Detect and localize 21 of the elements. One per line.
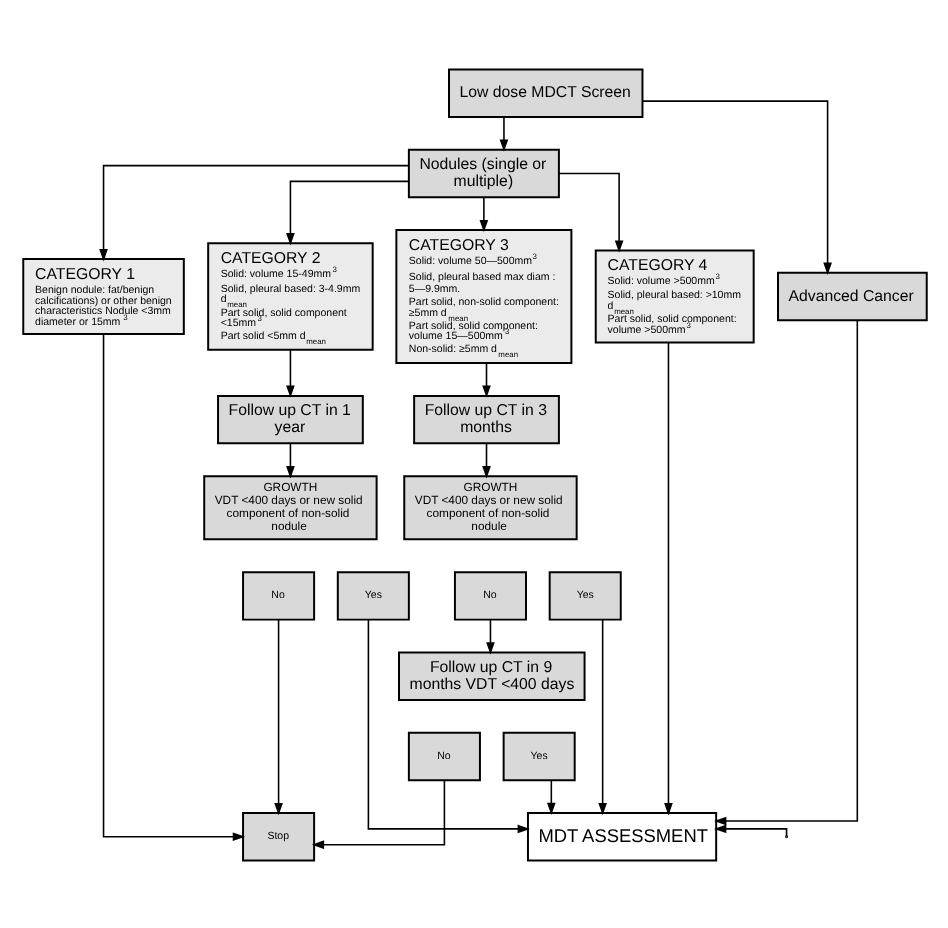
arrow (546, 778, 555, 815)
arrow (478, 195, 488, 232)
node-box: MDT ASSESSMENT (526, 811, 717, 861)
arrow (98, 163, 409, 261)
arrow (285, 441, 294, 478)
arrow (366, 618, 529, 833)
arrow (663, 341, 672, 815)
arrow (101, 332, 245, 841)
arrow (285, 348, 294, 397)
arrow (485, 618, 494, 654)
arrow (597, 618, 606, 815)
arrow (481, 361, 490, 397)
arrow (557, 171, 623, 252)
arrow (273, 618, 282, 815)
arrow (285, 179, 409, 245)
arrow (481, 441, 490, 478)
arrow (712, 815, 787, 836)
arrow (712, 318, 858, 833)
arrow (498, 115, 508, 151)
arrow (310, 778, 445, 849)
arrow (640, 99, 831, 274)
